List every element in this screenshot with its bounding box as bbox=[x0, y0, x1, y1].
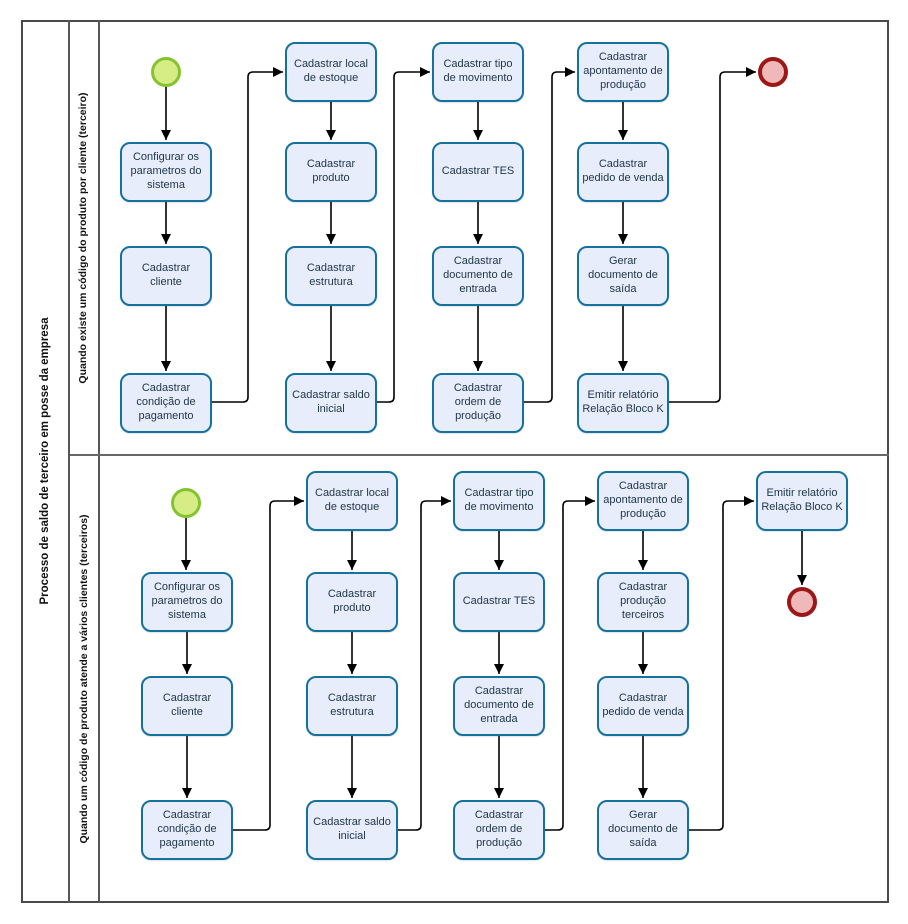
task-label: Cadastrar local de estoque bbox=[294, 58, 368, 84]
pool-header-divider bbox=[68, 20, 70, 903]
start-event-lane2[interactable] bbox=[171, 488, 201, 518]
task-label: Cadastrar local de estoque bbox=[315, 487, 389, 513]
task-label: Cadastrar apontamento de produção bbox=[603, 480, 683, 520]
task-l1-cadastrar-estrutura[interactable]: Cadastrar estrutura bbox=[285, 246, 377, 306]
task-l1-ordem-producao[interactable]: Cadastrar ordem de produção bbox=[432, 373, 524, 433]
task-l1-local-estoque[interactable]: Cadastrar local de estoque bbox=[285, 42, 377, 102]
task-label: Cadastrar apontamento de produção bbox=[583, 51, 663, 91]
task-l2-ordem-producao[interactable]: Cadastrar ordem de produção bbox=[453, 800, 545, 860]
task-l2-gerar-documento-saida[interactable]: Gerar documento de saída bbox=[597, 800, 689, 860]
task-label: Cadastrar estrutura bbox=[306, 262, 356, 288]
task-label: Cadastrar documento de entrada bbox=[443, 255, 513, 295]
task-l2-cadastrar-tes[interactable]: Cadastrar TES bbox=[453, 572, 545, 632]
task-label: Cadastrar produção terceiros bbox=[618, 581, 668, 621]
task-l2-apontamento-producao[interactable]: Cadastrar apontamento de produção bbox=[597, 471, 689, 531]
task-label: Configurar os parametros do sistema bbox=[130, 151, 202, 191]
task-l1-tipo-movimento[interactable]: Cadastrar tipo de movimento bbox=[432, 42, 524, 102]
task-l2-cadastrar-cliente[interactable]: Cadastrar cliente bbox=[141, 676, 233, 736]
task-l2-condicao-pagamento[interactable]: Cadastrar condição de pagamento bbox=[141, 800, 233, 860]
lane1-title: Quando existe um código do produto por c… bbox=[77, 92, 89, 384]
end-event-lane1[interactable] bbox=[758, 57, 788, 87]
task-l1-configurar-parametros[interactable]: Configurar os parametros do sistema bbox=[120, 142, 212, 202]
task-label: Cadastrar documento de entrada bbox=[464, 685, 534, 725]
task-l2-cadastrar-produto[interactable]: Cadastrar produto bbox=[306, 572, 398, 632]
task-label: Cadastrar estrutura bbox=[327, 692, 377, 718]
task-l1-emitir-relatorio-bloco-k[interactable]: Emitir relatório Relação Bloco K bbox=[577, 373, 669, 433]
lane-label-divider bbox=[98, 20, 100, 903]
task-label: Cadastrar tipo de movimento bbox=[443, 58, 513, 84]
task-label: Cadastrar saldo inicial bbox=[313, 816, 391, 842]
task-l1-gerar-documento-saida[interactable]: Gerar documento de saída bbox=[577, 246, 669, 306]
task-l2-emitir-relatorio-bloco-k[interactable]: Emitir relatório Relação Bloco K bbox=[756, 471, 848, 531]
task-l1-saldo-inicial[interactable]: Cadastrar saldo inicial bbox=[285, 373, 377, 433]
task-l2-local-estoque[interactable]: Cadastrar local de estoque bbox=[306, 471, 398, 531]
task-label: Gerar documento de saída bbox=[608, 809, 678, 849]
start-event-lane1[interactable] bbox=[151, 57, 181, 87]
task-label: Cadastrar cliente bbox=[141, 262, 191, 288]
task-label: Cadastrar TES bbox=[441, 165, 515, 178]
task-label: Cadastrar ordem de produção bbox=[474, 809, 524, 849]
task-label: Cadastrar condição de pagamento bbox=[136, 382, 196, 422]
task-label: Emitir relatório Relação Bloco K bbox=[761, 487, 843, 513]
task-label: Cadastrar TES bbox=[462, 595, 536, 608]
task-l2-tipo-movimento[interactable]: Cadastrar tipo de movimento bbox=[453, 471, 545, 531]
task-label: Emitir relatório Relação Bloco K bbox=[582, 389, 664, 415]
task-label: Cadastrar cliente bbox=[162, 692, 212, 718]
task-l2-saldo-inicial[interactable]: Cadastrar saldo inicial bbox=[306, 800, 398, 860]
task-l2-producao-terceiros[interactable]: Cadastrar produção terceiros bbox=[597, 572, 689, 632]
task-l2-configurar-parametros[interactable]: Configurar os parametros do sistema bbox=[141, 572, 233, 632]
task-l1-pedido-venda[interactable]: Cadastrar pedido de venda bbox=[577, 142, 669, 202]
task-label: Cadastrar pedido de venda bbox=[602, 692, 684, 718]
task-label: Cadastrar tipo de movimento bbox=[464, 487, 534, 513]
task-label: Cadastrar produto bbox=[306, 158, 356, 184]
task-label: Cadastrar pedido de venda bbox=[582, 158, 664, 184]
task-label: Gerar documento de saída bbox=[588, 255, 658, 295]
task-l2-cadastrar-estrutura[interactable]: Cadastrar estrutura bbox=[306, 676, 398, 736]
task-label: Cadastrar ordem de produção bbox=[453, 382, 503, 422]
pool-border bbox=[21, 20, 889, 903]
task-l2-pedido-venda[interactable]: Cadastrar pedido de venda bbox=[597, 676, 689, 736]
pool-title: Processo de saldo de terceiro em posse d… bbox=[39, 317, 51, 605]
end-event-lane2[interactable] bbox=[787, 587, 817, 617]
task-label: Cadastrar saldo inicial bbox=[292, 389, 370, 415]
lane2-title: Quando um código de produto atende a vár… bbox=[78, 514, 90, 844]
task-l1-condicao-pagamento[interactable]: Cadastrar condição de pagamento bbox=[120, 373, 212, 433]
task-label: Cadastrar condição de pagamento bbox=[157, 809, 217, 849]
task-label: Configurar os parametros do sistema bbox=[151, 581, 223, 621]
task-l2-documento-entrada[interactable]: Cadastrar documento de entrada bbox=[453, 676, 545, 736]
task-l1-apontamento-producao[interactable]: Cadastrar apontamento de produção bbox=[577, 42, 669, 102]
lane-divider bbox=[70, 454, 889, 456]
task-l1-cadastrar-produto[interactable]: Cadastrar produto bbox=[285, 142, 377, 202]
task-label: Cadastrar produto bbox=[327, 588, 377, 614]
task-l1-cadastrar-tes[interactable]: Cadastrar TES bbox=[432, 142, 524, 202]
task-l1-documento-entrada[interactable]: Cadastrar documento de entrada bbox=[432, 246, 524, 306]
task-l1-cadastrar-cliente[interactable]: Cadastrar cliente bbox=[120, 246, 212, 306]
